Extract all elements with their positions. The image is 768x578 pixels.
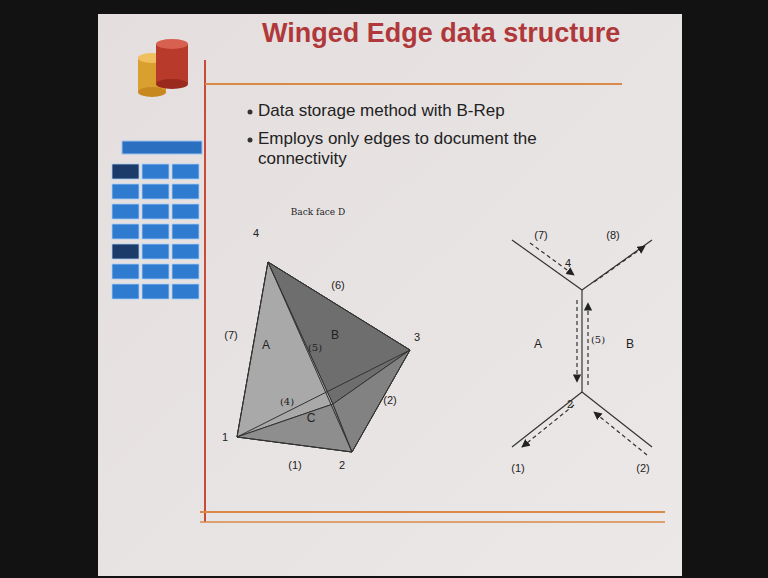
face-label: C [307, 412, 316, 426]
bullet-text: Data storage method with B-Rep [258, 101, 505, 121]
edge-number: (4) [280, 396, 294, 408]
bullet-dot [248, 138, 253, 143]
edge-number: (1) [511, 462, 524, 475]
vertex-number: 2 [567, 398, 573, 411]
face-label: B [626, 338, 634, 352]
vertex-number: 2 [339, 459, 345, 472]
winged-edge-sketch [512, 240, 652, 455]
edge-number: (6) [331, 279, 344, 292]
vertex-number: 1 [222, 431, 228, 444]
vertex-number: 3 [414, 331, 420, 344]
tetrahedron [237, 262, 410, 452]
bullet-text: Employs only edges to document the conne… [258, 129, 588, 168]
edge-number: (8) [606, 229, 619, 242]
edge-number: (2) [383, 394, 396, 407]
edge-number: (2) [636, 462, 649, 475]
face-label: A [262, 339, 270, 353]
vertex-number: 4 [565, 257, 571, 270]
logo-icon [138, 39, 188, 97]
edge-number: (1) [288, 459, 301, 472]
face-label: A [534, 338, 542, 352]
bullet-dot [248, 110, 253, 115]
edge-number: (5) [308, 342, 322, 354]
vertex-number: 4 [253, 227, 259, 240]
edge-number: (7) [224, 329, 237, 342]
menu-boxes [112, 141, 202, 299]
edge-number: (5) [591, 334, 605, 346]
face-label: Back face D [291, 207, 345, 217]
edge-number: (7) [534, 229, 547, 242]
slide-title: Winged Edge data structure [262, 18, 620, 49]
face-label: B [331, 329, 339, 343]
